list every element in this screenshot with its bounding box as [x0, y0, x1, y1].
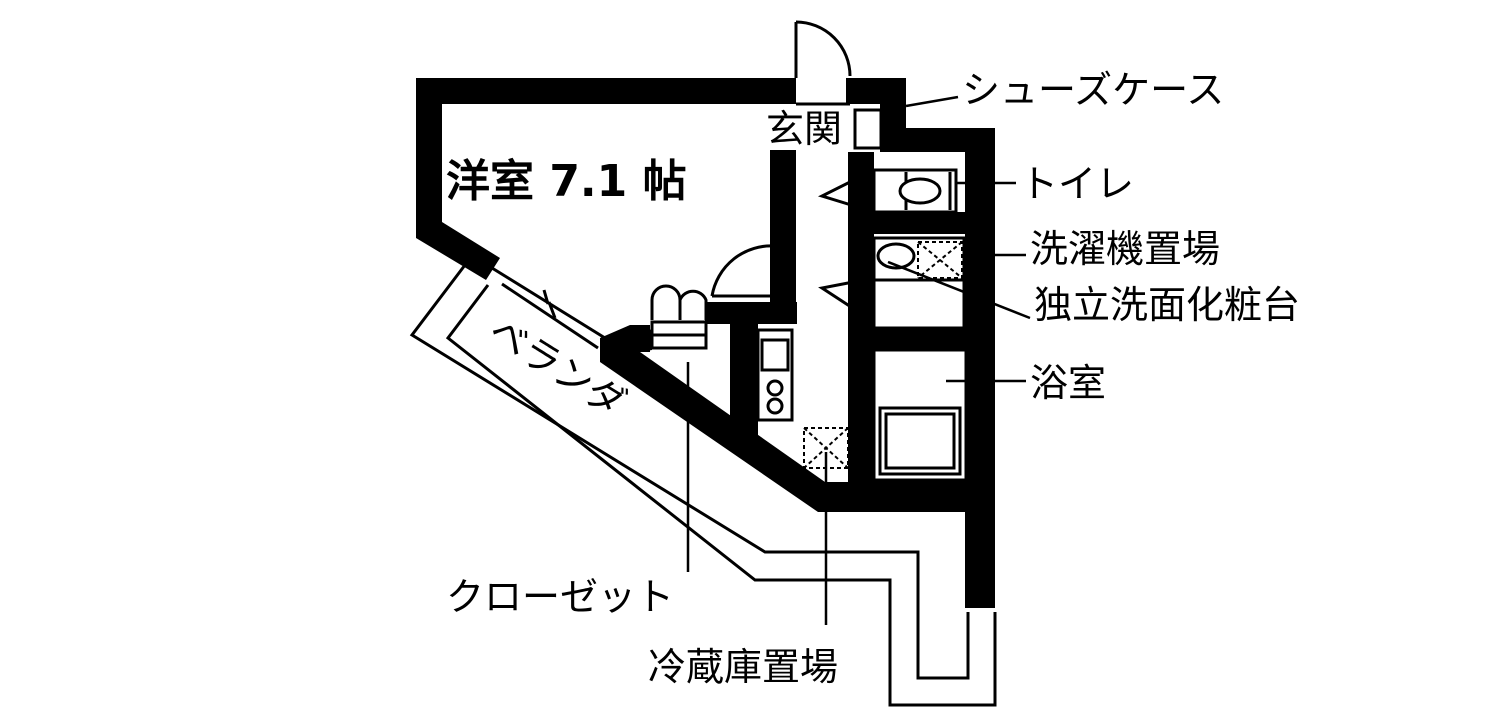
fixtures — [650, 108, 968, 482]
room-label: 洋室 7.1 帖 — [446, 156, 687, 207]
veranda-area — [409, 264, 997, 707]
toilet-label: トイレ — [1020, 162, 1134, 206]
fridge-space-label: 冷蔵庫置場 — [648, 645, 838, 689]
shoe-case-label: シューズケース — [962, 68, 1224, 112]
closet-label: クローゼット — [446, 575, 674, 619]
washer-space-label: 洗濯機置場 — [1030, 227, 1220, 271]
entrance-label: 玄関 — [766, 107, 842, 151]
vanity-label: 独立洗面化粧台 — [1034, 283, 1300, 327]
bathroom-label: 浴室 — [1030, 361, 1106, 405]
leader-lines — [686, 95, 1031, 625]
